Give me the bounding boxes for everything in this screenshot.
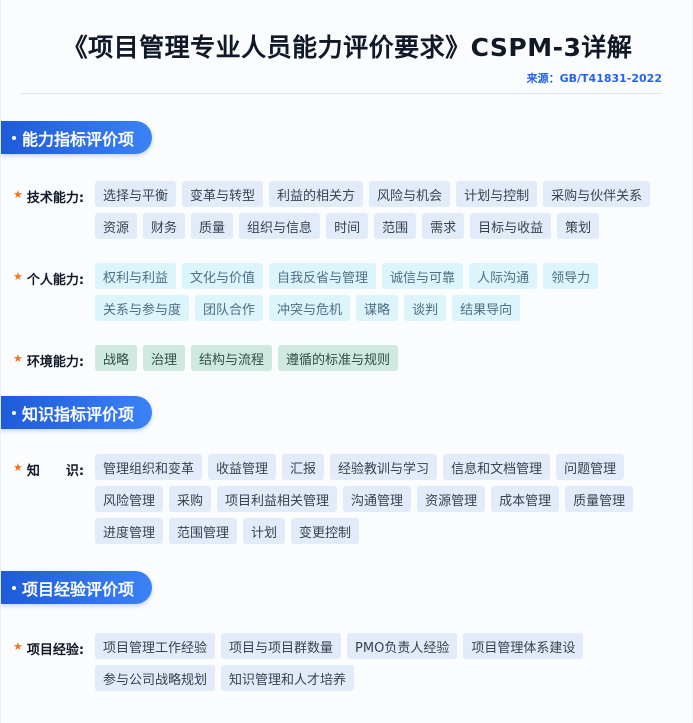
row-label-technical: ★ 技术能力: — [13, 181, 95, 239]
tag-chip: 问题管理 — [556, 454, 625, 480]
tag-chip: 风险管理 — [95, 486, 164, 512]
star-icon: ★ — [13, 640, 23, 653]
tag-chip: 采购 — [169, 486, 212, 512]
tag-chip: 领导力 — [543, 263, 599, 289]
tag-chip: 项目管理体系建设 — [463, 633, 584, 659]
tag-chip: 财务 — [143, 213, 186, 239]
tag-chip: 成本管理 — [491, 486, 560, 512]
section-header-experience: 项目经验评价项 — [1, 571, 153, 604]
tag-chip: 资源管理 — [417, 486, 486, 512]
tag-chip: 进度管理 — [95, 518, 164, 544]
tag-chip: 计划与控制 — [456, 181, 538, 207]
tag-list: 选择与平衡变革与转型利益的相关方风险与机会计划与控制采购与伙伴关系资源财务质量组… — [95, 181, 675, 239]
tag-chip: 经验教训与学习 — [330, 454, 438, 480]
tag-chip: 质量 — [191, 213, 234, 239]
tag-chip: 项目利益相关管理 — [217, 486, 338, 512]
tag-chip: 风险与机会 — [369, 181, 451, 207]
header-divider — [21, 93, 662, 94]
row-label-personal: ★ 个人能力: — [13, 263, 95, 321]
star-icon: ★ — [13, 270, 23, 283]
bullet-dot-icon — [12, 410, 16, 415]
tag-chip: 诚信与可靠 — [382, 263, 464, 289]
row-label-knowledge: ★ 知 识: — [13, 454, 95, 544]
tag-list: 战略治理结构与流程遵循的标准与规则 — [95, 345, 675, 371]
tag-list: 权利与利益文化与价值自我反省与管理诚信与可靠人际沟通领导力关系与参与度团队合作冲… — [95, 263, 675, 321]
tag-chip: PMO负责人经验 — [347, 633, 458, 659]
tag-chip: 变革与转型 — [182, 181, 264, 207]
star-icon: ★ — [13, 188, 23, 201]
tag-chip: 项目与项目群数量 — [221, 633, 342, 659]
tag-chip: 团队合作 — [195, 295, 264, 321]
tag-chip: 信息和文档管理 — [443, 454, 551, 480]
tag-chip: 汇报 — [282, 454, 325, 480]
bullet-dot-icon — [12, 585, 16, 590]
row-technical: ★ 技术能力: 选择与平衡变革与转型利益的相关方风险与机会计划与控制采购与伙伴关… — [13, 181, 675, 239]
tag-chip: 变更控制 — [291, 518, 360, 544]
row-knowledge: ★ 知 识: 管理组织和变革收益管理汇报经验教训与学习信息和文档管理问题管理风险… — [13, 454, 675, 544]
row-label-environment: ★ 环境能力: — [13, 345, 95, 371]
tag-chip: 人际沟通 — [469, 263, 538, 289]
row-personal: ★ 个人能力: 权利与利益文化与价值自我反省与管理诚信与可靠人际沟通领导力关系与… — [13, 263, 675, 321]
tag-chip: 选择与平衡 — [95, 181, 177, 207]
tag-chip: 权利与利益 — [95, 263, 177, 289]
tag-chip: 治理 — [143, 345, 186, 371]
section-header-ability: 能力指标评价项 — [1, 121, 153, 154]
tag-list: 管理组织和变革收益管理汇报经验教训与学习信息和文档管理问题管理风险管理采购项目利… — [95, 454, 675, 544]
tag-chip: 冲突与危机 — [269, 295, 351, 321]
page-title: 《项目管理专业人员能力评价要求》CSPM-3详解 — [62, 33, 633, 62]
tag-chip: 收益管理 — [208, 454, 277, 480]
section-title: 项目经验评价项 — [22, 579, 135, 599]
row-label-text: 技术能力: — [26, 191, 85, 206]
tag-chip: 利益的相关方 — [269, 181, 364, 207]
tag-chip: 参与公司战略规划 — [95, 665, 216, 691]
tag-chip: 知识管理和人才培养 — [221, 665, 355, 691]
tag-chip: 沟通管理 — [343, 486, 412, 512]
tag-chip: 目标与收益 — [470, 213, 552, 239]
tag-chip: 项目管理工作经验 — [95, 633, 216, 659]
tag-chip: 需求 — [422, 213, 465, 239]
tag-chip: 关系与参与度 — [95, 295, 190, 321]
tag-chip: 文化与价值 — [182, 263, 264, 289]
tag-chip: 结构与流程 — [191, 345, 273, 371]
star-icon: ★ — [13, 461, 23, 474]
row-label-text: 环境能力: — [26, 355, 85, 370]
tag-chip: 资源 — [95, 213, 138, 239]
row-environment: ★ 环境能力: 战略治理结构与流程遵循的标准与规则 — [13, 345, 675, 371]
tag-chip: 质量管理 — [565, 486, 634, 512]
row-label-text: 个人能力: — [26, 273, 85, 288]
tag-chip: 范围管理 — [169, 518, 238, 544]
section-title: 知识指标评价项 — [22, 404, 135, 424]
tag-chip: 战略 — [95, 345, 138, 371]
tag-chip: 遵循的标准与规则 — [278, 345, 399, 371]
bullet-dot-icon — [12, 135, 16, 140]
tag-chip: 谈判 — [404, 295, 447, 321]
tag-chip: 管理组织和变革 — [95, 454, 203, 480]
tag-chip: 计划 — [243, 518, 286, 544]
tag-chip: 组织与信息 — [239, 213, 321, 239]
tag-chip: 结果导向 — [452, 295, 521, 321]
tag-chip: 采购与伙伴关系 — [543, 181, 651, 207]
row-label-experience: ★ 项目经验: — [13, 633, 95, 691]
tag-chip: 自我反省与管理 — [269, 263, 377, 289]
tag-chip: 范围 — [374, 213, 417, 239]
row-label-text: 知 识: — [26, 464, 85, 479]
star-icon: ★ — [13, 352, 23, 365]
section-header-knowledge: 知识指标评价项 — [1, 396, 153, 429]
tag-chip: 谋略 — [356, 295, 399, 321]
tag-chip: 策划 — [557, 213, 600, 239]
source-note: 来源：GB/T41831-2022 — [526, 72, 662, 85]
row-label-text: 项目经验: — [26, 643, 85, 658]
tag-chip: 时间 — [326, 213, 369, 239]
section-title: 能力指标评价项 — [22, 129, 135, 149]
